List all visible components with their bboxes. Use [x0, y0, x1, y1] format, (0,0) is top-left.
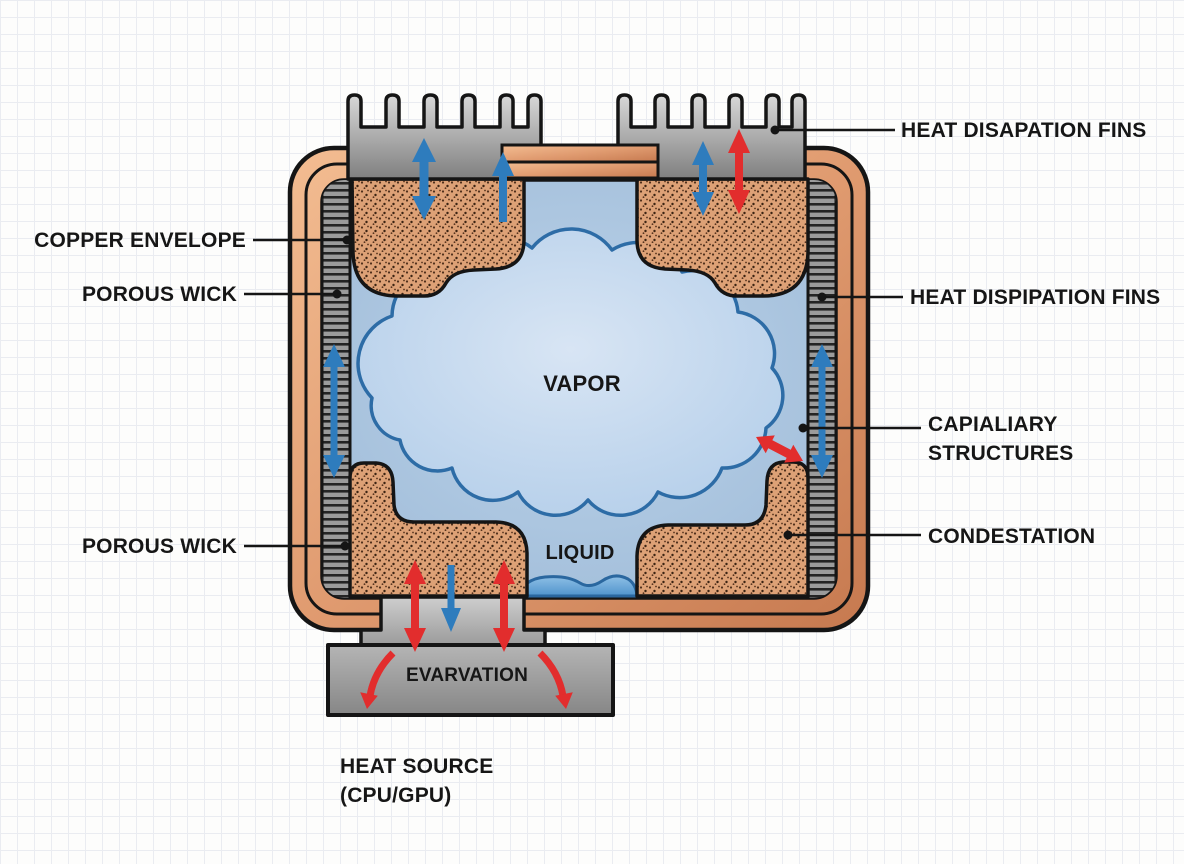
wick-top-right: [635, 177, 810, 298]
label-heat-disapation-fins: HEAT DISAPATION FINS: [901, 119, 1147, 142]
arrow-blue-updown-topleft: [412, 138, 436, 220]
arrow-red-curved-evap-left: [360, 650, 396, 709]
label-evarvation: EVARVATION: [406, 665, 528, 686]
liquid-puddle: [515, 574, 639, 598]
label-condestation: CONDESTATION: [928, 525, 1096, 548]
label-heat-source-line2: (CPU/GPU): [340, 784, 452, 807]
flow-arrows: [323, 129, 833, 709]
arrow-blue-up-topleft: [492, 152, 514, 222]
wick-bottom-left: [348, 461, 529, 598]
leader-lines: [244, 125, 921, 551]
label-copper-envelope: COPPER ENVELOPE: [34, 229, 246, 252]
label-porous-wick-lower: POROUS WICK: [81, 535, 237, 558]
arrow-red-updown-bottomleft: [404, 560, 426, 652]
wick-bottom-right: [635, 460, 810, 598]
porous-wick: [348, 177, 810, 598]
arrow-red-updown-topright: [728, 129, 750, 214]
arrow-blue-updown-leftstrip: [323, 344, 345, 478]
arrow-red-updown-bottomright: [493, 560, 515, 652]
arrow-blue-updown-topright: [692, 141, 714, 216]
label-liquid: LIQUID: [545, 542, 615, 564]
heatsink-left: [346, 93, 543, 181]
copper-top-edge-segment: [500, 143, 660, 180]
label-capialiary-structures: CAPIALIARY STRUCTURES: [928, 410, 1074, 468]
label-heat-dispipation-fins: HEAT DISPIPATION FINS: [910, 286, 1161, 309]
arrow-blue-updown-rightstrip: [811, 344, 833, 478]
arrow-red-diagonal-capillary: [756, 435, 803, 463]
label-porous-wick-upper: POROUS WICK: [81, 283, 237, 306]
label-heat-source-line1: HEAT SOURCE: [340, 755, 494, 778]
heatsink-fins: [346, 93, 807, 181]
capillary-strips: [322, 180, 836, 598]
arrow-blue-down-bottom: [441, 565, 461, 632]
label-heat-source: HEAT SOURCE (CPU/GPU): [340, 752, 494, 810]
wick-top-left: [348, 177, 526, 298]
label-capialiary-line2: STRUCTURES: [928, 442, 1074, 465]
heatsink-right: [616, 93, 807, 181]
label-capialiary-line1: CAPIALIARY: [928, 413, 1058, 436]
arrow-red-curved-evap-right: [537, 650, 573, 709]
label-vapor: VAPOR: [543, 371, 621, 396]
